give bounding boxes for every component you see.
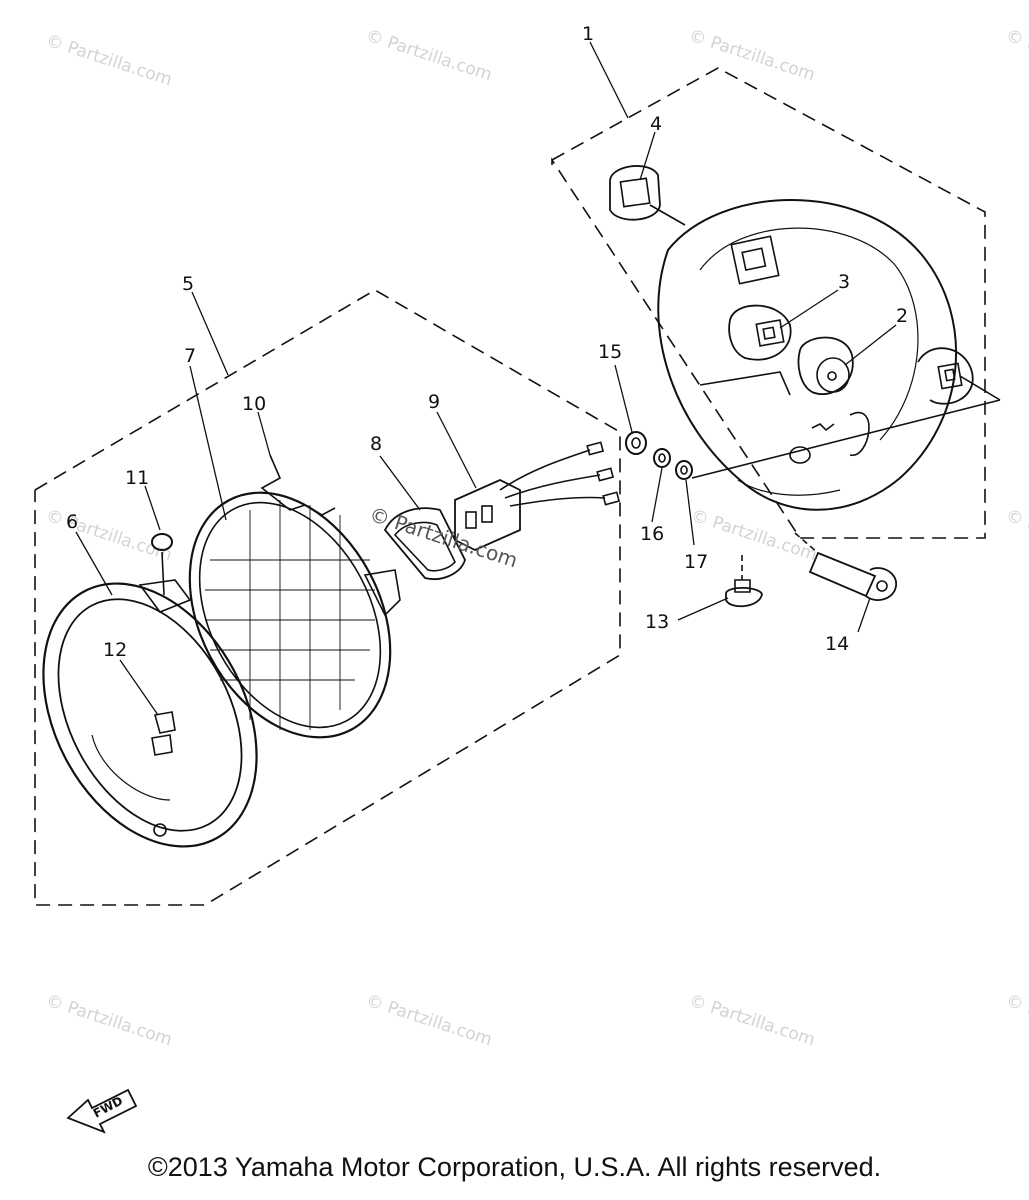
- headlight-body: [657, 199, 1001, 511]
- part-16-washer: [653, 448, 671, 468]
- callout-13: 13: [645, 611, 669, 633]
- callout-11: 11: [125, 467, 149, 489]
- callout-2: 2: [896, 305, 908, 327]
- callout-15: 15: [598, 341, 622, 363]
- part-12-clip: [151, 711, 176, 756]
- callout-6: 6: [66, 511, 78, 533]
- callout-5: 5: [182, 273, 194, 295]
- callout-8: 8: [370, 433, 382, 455]
- part-17-washer: [675, 399, 1001, 480]
- part-9-socket: [454, 441, 621, 551]
- part-10-clip: [260, 454, 336, 516]
- leader-lines: [75, 41, 897, 716]
- callout-16: 16: [640, 523, 664, 545]
- copyright-notice: ©2013 Yamaha Motor Corporation, U.S.A. A…: [147, 1152, 882, 1182]
- watermark: © Partzilla.com: [363, 26, 494, 86]
- part-6-rim: [42, 579, 258, 848]
- part-15-nut: [625, 431, 647, 455]
- callout-labels: 1 2 3 4 5 6 7 8 9 10 11 12 13 14 15 16 1…: [66, 23, 908, 661]
- part-8-cover: [383, 507, 466, 580]
- part-13-screw: [725, 555, 763, 608]
- part-14-bolt: [794, 532, 897, 601]
- watermark: © Partzilla.com: [43, 991, 174, 1051]
- fwd-arrow-icon: FWD: [66, 1088, 138, 1134]
- watermark-center: © Partzilla.com: [366, 502, 520, 573]
- watermark: © Partzilla.com: [43, 31, 174, 91]
- part-4-grommet: [609, 165, 686, 226]
- watermark: © Partzilla.com: [686, 991, 817, 1051]
- part-3-grommet: [728, 304, 792, 361]
- callout-7: 7: [184, 345, 196, 367]
- watermark: © Partzilla.com: [686, 26, 817, 86]
- callout-4: 4: [650, 113, 662, 135]
- callout-10: 10: [242, 393, 266, 415]
- watermarks: © Partzilla.com © Partzilla.com © Partzi…: [43, 26, 1029, 1051]
- watermark: © Partzilla.com: [1003, 506, 1029, 566]
- part-11-nut: [151, 533, 173, 596]
- watermark: © Partzilla.com: [1003, 26, 1029, 86]
- watermark: © Partzilla.com: [363, 991, 494, 1051]
- callout-12: 12: [103, 639, 127, 661]
- callout-14: 14: [825, 633, 849, 655]
- callout-9: 9: [428, 391, 440, 413]
- group-5-outline: [34, 289, 621, 906]
- part-7-lens: [188, 491, 401, 739]
- fwd-label: FWD: [91, 1094, 125, 1121]
- part-2-grommet: [797, 336, 854, 396]
- group-1-outline: [551, 67, 986, 539]
- watermark: © Partzilla.com: [1003, 991, 1029, 1051]
- callout-17: 17: [684, 551, 708, 573]
- callout-1: 1: [582, 23, 594, 45]
- callout-3: 3: [838, 271, 850, 293]
